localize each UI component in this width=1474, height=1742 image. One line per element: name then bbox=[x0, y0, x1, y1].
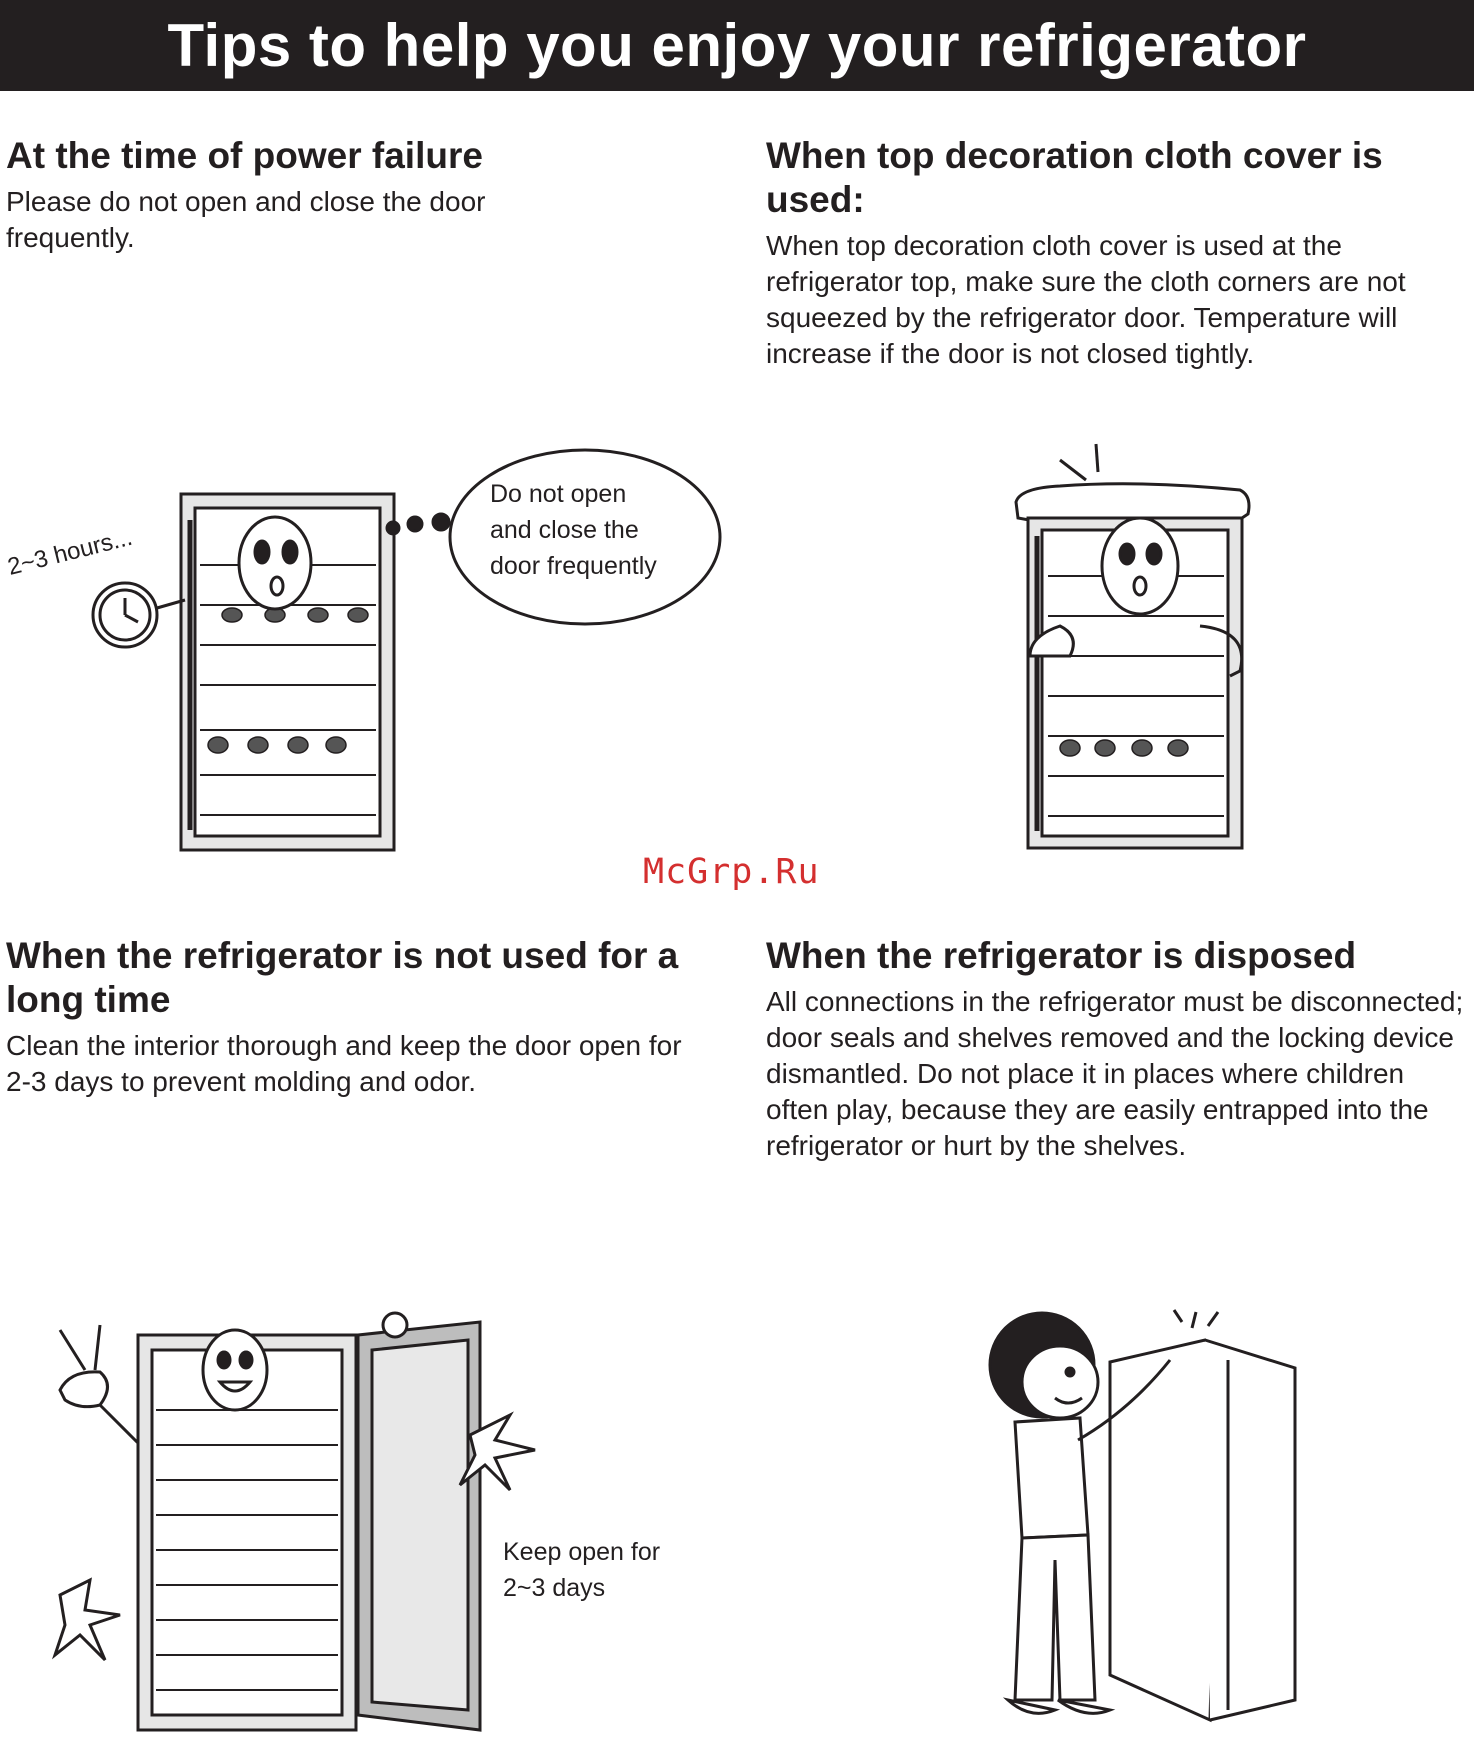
section-body: When top decoration cloth cover is used … bbox=[766, 230, 1406, 369]
section-heading: When the refrigerator is not used for a … bbox=[6, 935, 679, 1020]
caption-line: 2~3 days bbox=[503, 1574, 605, 1602]
power-failure-illustration: 2~3 hours... Do not open and close the d… bbox=[5, 448, 722, 852]
section-disposal: When the refrigerator is disposed All co… bbox=[766, 934, 1466, 1164]
section-body: Please do not open and close the door fr… bbox=[6, 186, 486, 253]
cloth-cover-illustration bbox=[1014, 443, 1251, 850]
section-cloth-cover: When top decoration cloth cover is used:… bbox=[766, 134, 1470, 372]
bubble-line: door frequently bbox=[490, 552, 657, 580]
bubble-line: and close the bbox=[490, 516, 639, 544]
caption-line: Keep open for bbox=[503, 1538, 660, 1566]
section-body: Clean the interior thorough and keep the… bbox=[6, 1030, 682, 1097]
section-power-failure: At the time of power failure Please do n… bbox=[6, 134, 696, 256]
bubble-line: Do not open bbox=[490, 480, 626, 508]
watermark: McGrp.Ru bbox=[643, 852, 820, 892]
page-title: Tips to help you enjoy your refrigerator bbox=[167, 12, 1307, 79]
section-heading: When the refrigerator is disposed bbox=[766, 935, 1357, 976]
disposal-illustration bbox=[988, 1309, 1297, 1723]
section-long-time-unused: When the refrigerator is not used for a … bbox=[6, 934, 706, 1100]
page-title-banner: Tips to help you enjoy your refrigerator bbox=[0, 0, 1474, 91]
section-heading: At the time of power failure bbox=[6, 135, 483, 176]
open-door-illustration: Keep open for 2~3 days bbox=[51, 1311, 660, 1732]
section-heading: When top decoration cloth cover is used: bbox=[766, 135, 1383, 220]
section-body: All connections in the refrigerator must… bbox=[766, 986, 1464, 1161]
clock-label: 2~3 hours... bbox=[5, 524, 135, 581]
